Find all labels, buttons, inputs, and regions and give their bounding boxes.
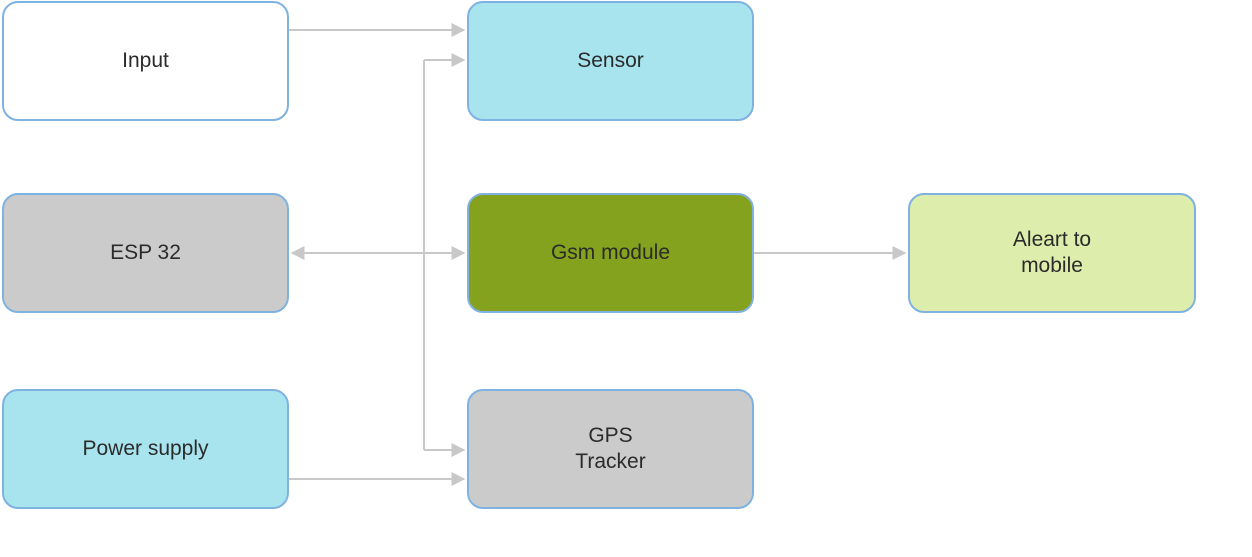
node-sensor: Sensor <box>467 1 754 121</box>
node-gps-tracker: GPS Tracker <box>467 389 754 509</box>
node-esp32: ESP 32 <box>2 193 289 313</box>
node-input: Input <box>2 1 289 121</box>
node-gsm-module: Gsm module <box>467 193 754 313</box>
node-power-supply: Power supply <box>2 389 289 509</box>
node-alert-mobile: Aleart to mobile <box>908 193 1196 313</box>
